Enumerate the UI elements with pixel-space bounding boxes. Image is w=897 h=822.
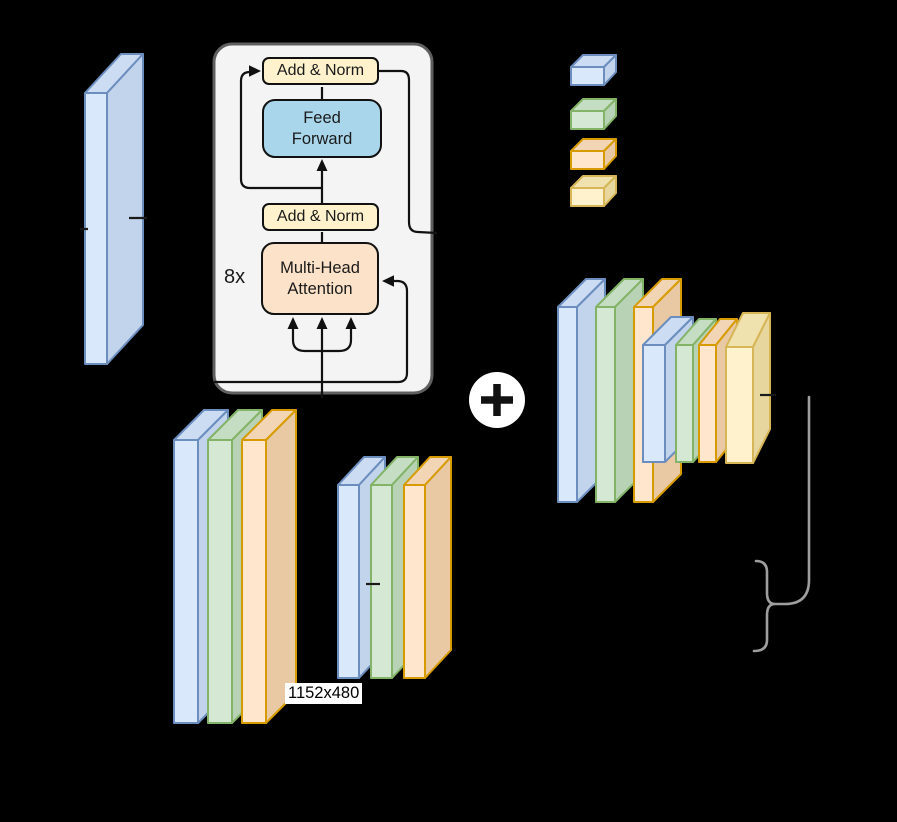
legend-blue-cube-icon	[570, 54, 617, 86]
feature-size-label: 1152x480	[285, 683, 363, 704]
multi-head-attention-block: Multi-Head Attention	[261, 242, 379, 315]
mha-label-line1: Multi-Head	[280, 258, 360, 277]
fusion-node	[469, 372, 525, 428]
add-norm-bottom-block: Add & Norm	[262, 203, 379, 231]
output-brace-group	[752, 395, 811, 653]
encoder-connectors	[214, 69, 438, 398]
input-frame-slab	[84, 53, 144, 365]
arrowhead-up-ff	[316, 159, 328, 171]
feed-forward-label-line2: Forward	[291, 129, 353, 148]
encoder-feature-stack	[173, 409, 452, 724]
fused-feature-stack	[557, 278, 771, 503]
arrowheads	[249, 65, 394, 329]
mha-label-line2: Attention	[287, 279, 353, 298]
qkv-branch-left	[291, 327, 322, 353]
repeat-count-label: 8x	[224, 266, 246, 288]
add-norm-bottom-label: Add & Norm	[276, 208, 365, 225]
residual-skip-ff-line	[239, 70, 322, 190]
arrowhead-up-k	[316, 317, 328, 329]
arrowhead-left-mha	[382, 275, 394, 287]
legend-orange-cube-icon	[570, 138, 617, 170]
curly-brace-icon	[752, 559, 776, 653]
qkv-branch-right	[322, 327, 353, 353]
feed-forward-block: Feed Forward	[262, 99, 382, 158]
add-norm-top-label: Add & Norm	[276, 62, 365, 79]
brace-pointer-line	[773, 395, 811, 606]
legend-yellow-cube-icon	[570, 175, 617, 207]
arrowhead-up-v	[345, 317, 357, 329]
add-norm-top-block: Add & Norm	[262, 57, 379, 85]
arrowhead-up-q	[287, 317, 299, 329]
plus-icon	[481, 384, 513, 416]
stack1-orange-large-slab	[241, 409, 297, 724]
arrowhead-right-addnorm	[249, 65, 261, 77]
feed-forward-label-line1: Feed	[303, 108, 341, 127]
legend-green-cube-icon	[570, 98, 617, 130]
dimension-ticks	[80, 216, 776, 586]
stack2-yellow-output-slab	[725, 312, 771, 464]
stack1-orange-small-slab	[403, 456, 452, 679]
residual-skip-mha-line	[214, 279, 409, 384]
legend	[570, 54, 617, 207]
encoder-output-line	[379, 69, 438, 235]
